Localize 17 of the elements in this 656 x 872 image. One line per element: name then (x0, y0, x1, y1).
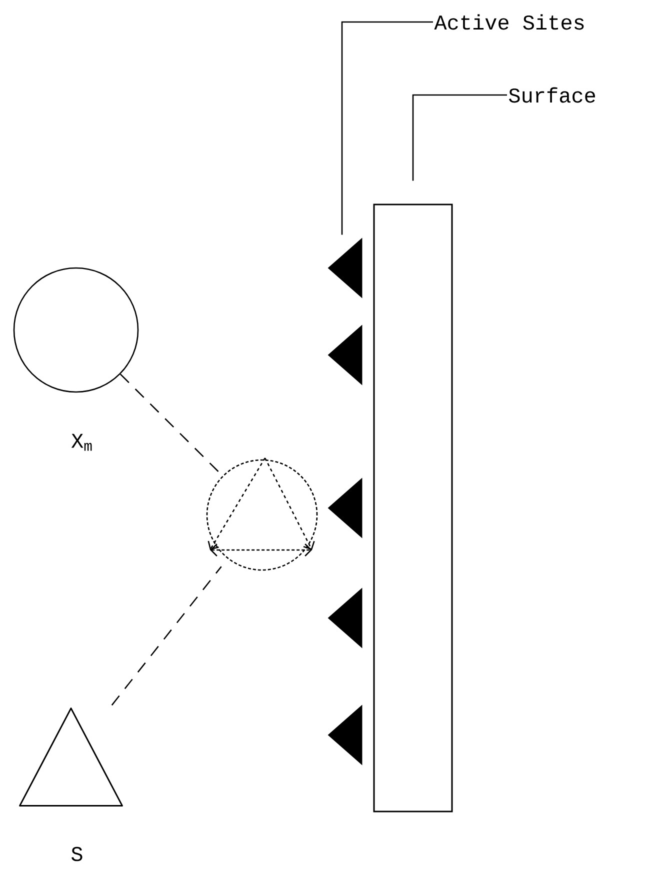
leader-line (412, 94, 507, 181)
dashed-line (111, 566, 222, 706)
active-site-triangle (328, 588, 362, 648)
active-site-triangle (328, 324, 362, 386)
callout-label: Surface (509, 87, 596, 103)
substrate-triangle (19, 708, 123, 806)
active-site-triangle (328, 478, 362, 538)
callout-label: Active Sites (434, 14, 584, 30)
active-site-triangle (328, 704, 362, 766)
molecule-label: X$_{m}$ (71, 434, 92, 451)
leader-line (341, 21, 433, 235)
dashed-line (120, 374, 220, 474)
adsorbed-complex-drawing (206, 458, 318, 571)
molecule-circle (13, 267, 139, 393)
active-site-triangle (328, 238, 362, 298)
surface-rectangle (373, 204, 453, 812)
molecule-label: S (72, 846, 82, 862)
